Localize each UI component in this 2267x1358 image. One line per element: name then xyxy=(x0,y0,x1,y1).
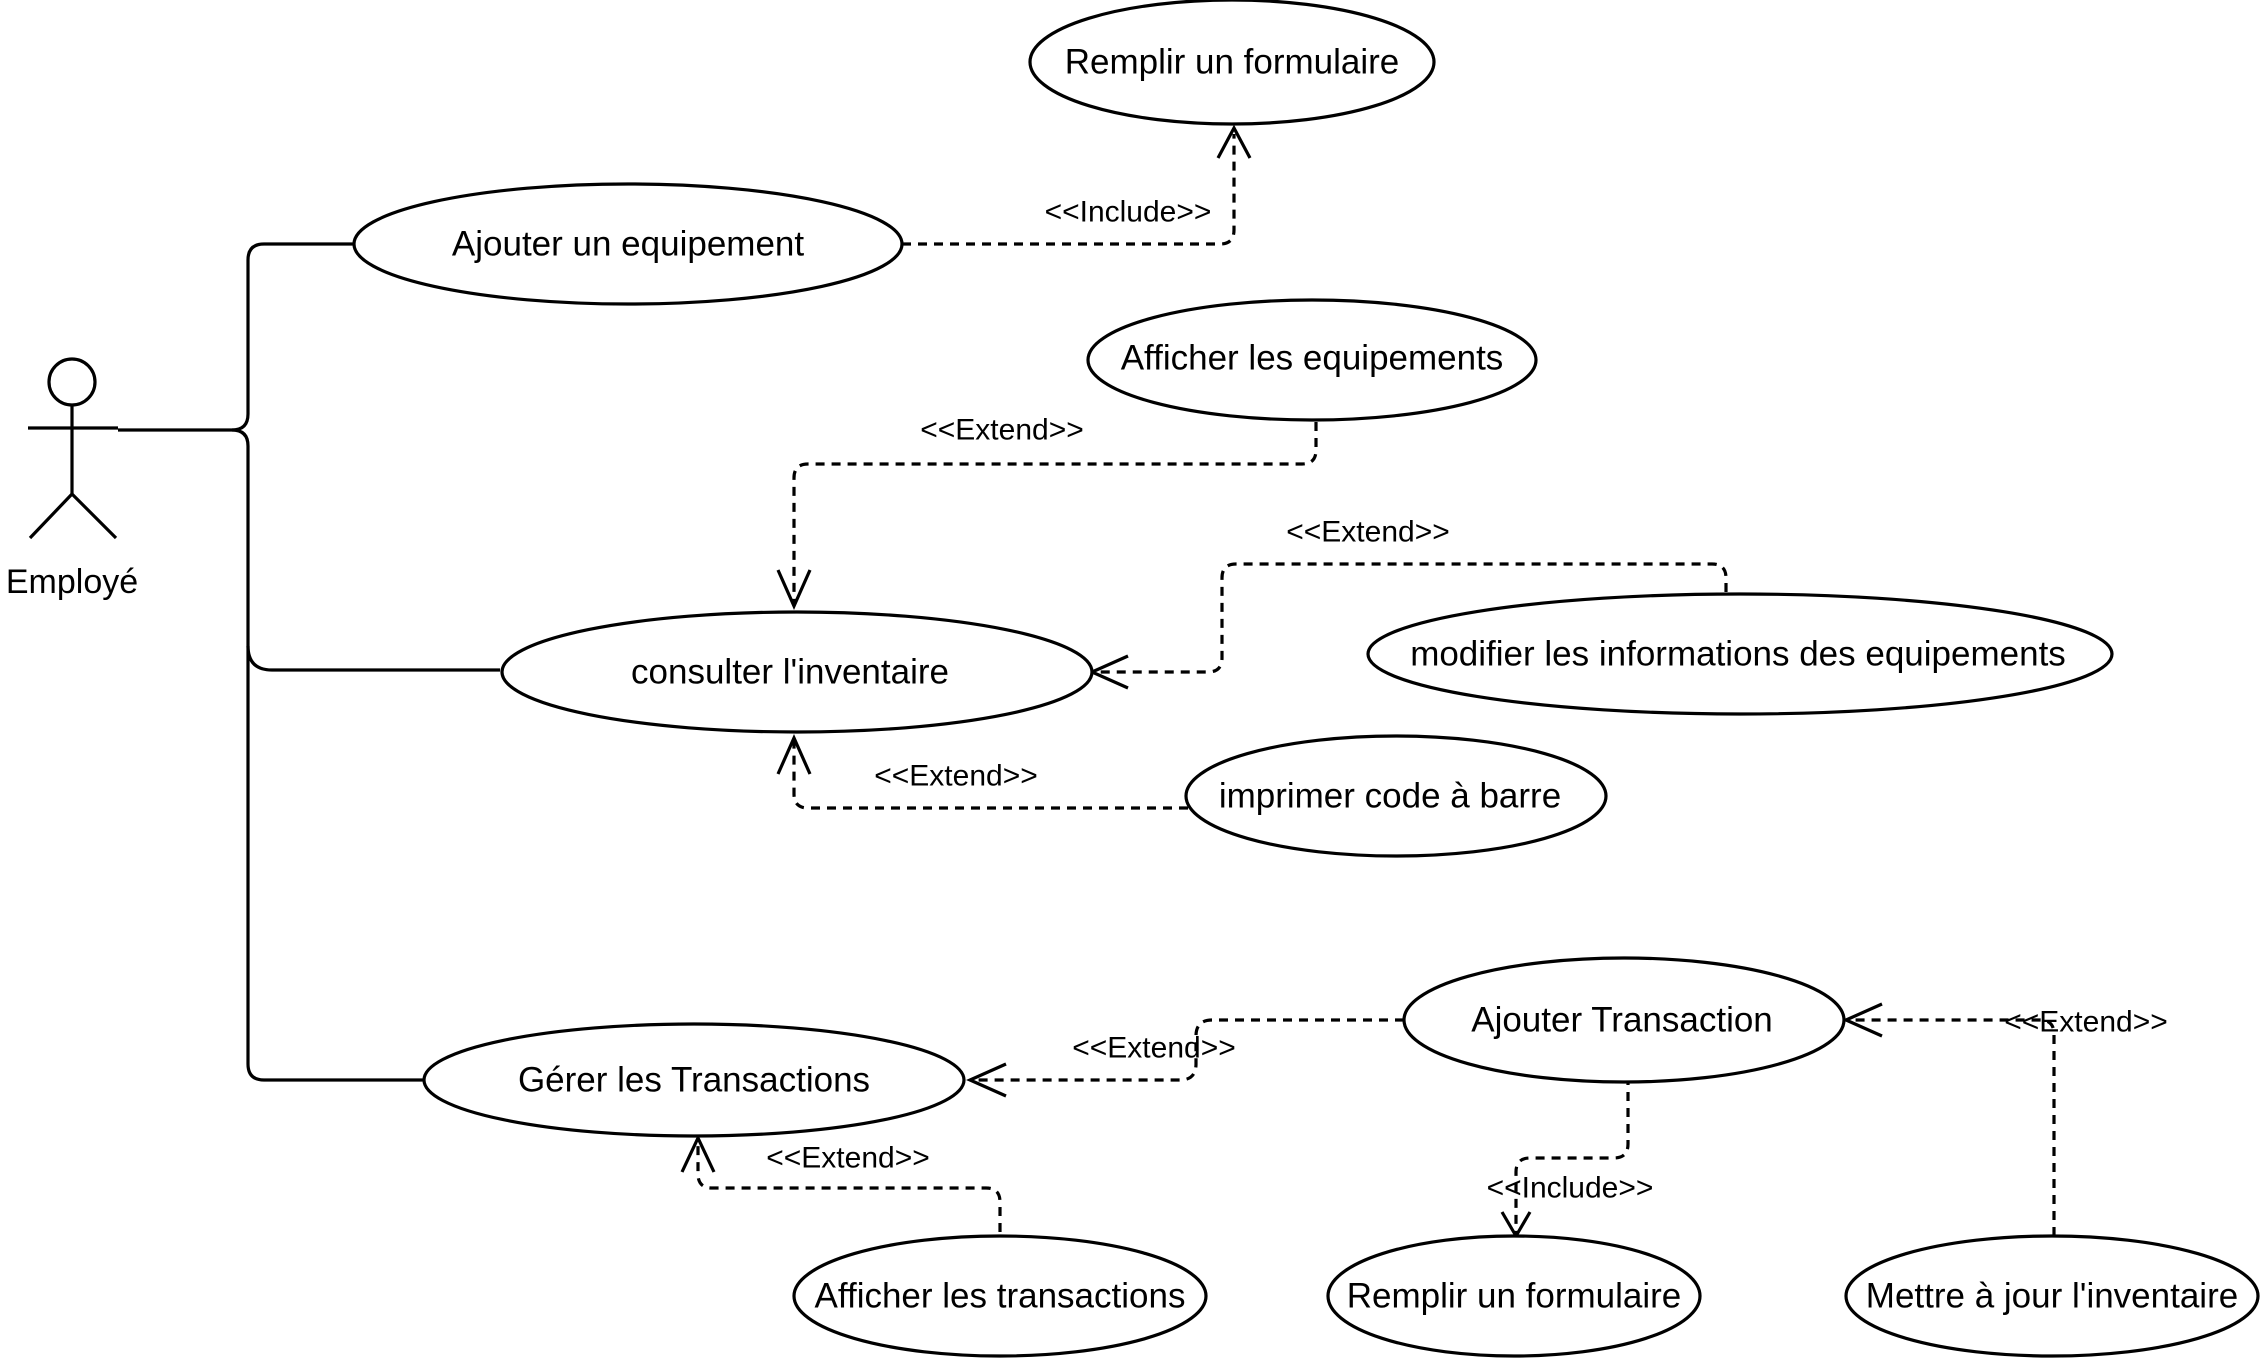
use-case-gerer-transactions: Gérer les Transactions xyxy=(422,1022,966,1138)
actor-head xyxy=(47,357,97,407)
use-case-ellipse xyxy=(422,1022,966,1138)
use-case-ellipse xyxy=(1402,956,1846,1084)
use-case-label: Afficher les transactions xyxy=(815,1277,1186,1316)
stereotype-labels: <<Include>> <<Extend>> <<Extend>> <<Exte… xyxy=(766,196,2167,1205)
extend-arrow-imprimer xyxy=(776,734,812,775)
use-case-remplir-formulaire-bottom: Remplir un formulaire xyxy=(1326,1234,1702,1358)
use-case-ellipse xyxy=(352,182,904,306)
use-case-ellipse xyxy=(1028,0,1436,126)
extend-line-imprimer xyxy=(792,742,1188,810)
use-case-ellipse xyxy=(792,1234,1208,1358)
association-consulter-inventaire xyxy=(246,645,500,672)
use-case-ellipse xyxy=(1326,1234,1702,1358)
include-label-transaction: <<Include>> xyxy=(1487,1172,1654,1205)
use-case-label: Mettre à jour l'inventaire xyxy=(1866,1277,2238,1316)
use-case-ajouter-equipement: Ajouter un equipement xyxy=(352,182,904,306)
extend-label-modifier: <<Extend>> xyxy=(1286,516,1449,549)
use-case-afficher-equipements: Afficher les equipements xyxy=(1086,298,1538,422)
use-case-ellipse xyxy=(1366,592,2114,716)
use-case-modifier-informations: modifier les informations des equipement… xyxy=(1366,592,2114,716)
extend-label-ajouter-transaction: <<Extend>> xyxy=(1072,1032,1235,1065)
use-case-mettre-a-jour-inventaire: Mettre à jour l'inventaire xyxy=(1844,1234,2260,1358)
extend-line-ajouter-transaction xyxy=(972,1018,1404,1082)
association-ajouter-equipement xyxy=(231,242,354,432)
extend-label-afficher-equipements: <<Extend>> xyxy=(920,414,1083,447)
use-case-label: Afficher les equipements xyxy=(1121,339,1504,378)
associations xyxy=(118,242,500,1082)
extend-arrow-ajouter-transaction xyxy=(966,1062,1007,1098)
include-label-equipement: <<Include>> xyxy=(1045,196,1212,229)
use-case-remplir-formulaire-top: Remplir un formulaire xyxy=(1028,0,1436,126)
extend-line-mettre-a-jour xyxy=(1850,1018,2056,1236)
use-case-afficher-transactions: Afficher les transactions xyxy=(792,1234,1208,1358)
use-case-ellipse xyxy=(500,610,1094,734)
actor-left-leg xyxy=(28,492,74,540)
extend-line-modifier xyxy=(1096,562,1728,674)
extend-line-afficher-transactions xyxy=(696,1140,1002,1232)
extend-label-afficher-transactions: <<Extend>> xyxy=(766,1142,929,1175)
use-case-label: Ajouter un equipement xyxy=(452,225,804,264)
include-arrow-equipement xyxy=(1216,124,1252,159)
use-case-label: consulter l'inventaire xyxy=(631,653,949,692)
use-case-imprimer-code-barre: imprimer code à barre xyxy=(1184,734,1608,858)
use-case-ellipse xyxy=(1184,734,1608,858)
use-case-ajouter-transaction: Ajouter Transaction xyxy=(1402,956,1846,1084)
use-case-consulter-inventaire: consulter l'inventaire xyxy=(500,610,1094,734)
extend-label-imprimer: <<Extend>> xyxy=(874,760,1037,793)
use-case-label: Remplir un formulaire xyxy=(1347,1277,1682,1316)
extend-label-mettre-a-jour: <<Extend>> xyxy=(2004,1006,2167,1039)
use-case-ellipse xyxy=(1086,298,1538,422)
actor-employe: Employé xyxy=(6,357,138,601)
use-case-ellipse xyxy=(1844,1234,2260,1358)
association-trunk xyxy=(118,428,428,1082)
use-case-label: Ajouter Transaction xyxy=(1471,1001,1773,1040)
use-case-label: Remplir un formulaire xyxy=(1065,43,1400,82)
extend-arrow-afficher-equipements xyxy=(776,569,812,610)
extend-arrow-mettre-a-jour xyxy=(1842,1002,1883,1038)
use-case-label: modifier les informations des equipement… xyxy=(1410,635,2066,674)
use-case-label: imprimer code à barre xyxy=(1219,777,1561,816)
include-line-transaction xyxy=(1514,1060,1630,1234)
include-line-equipement xyxy=(902,134,1236,246)
actor-right-leg xyxy=(70,492,118,540)
extend-line-afficher-equipements xyxy=(792,422,1318,604)
extend-arrow-afficher-transactions xyxy=(680,1134,716,1173)
actor-name: Employé xyxy=(6,563,138,601)
use-case-label: Gérer les Transactions xyxy=(518,1061,870,1100)
